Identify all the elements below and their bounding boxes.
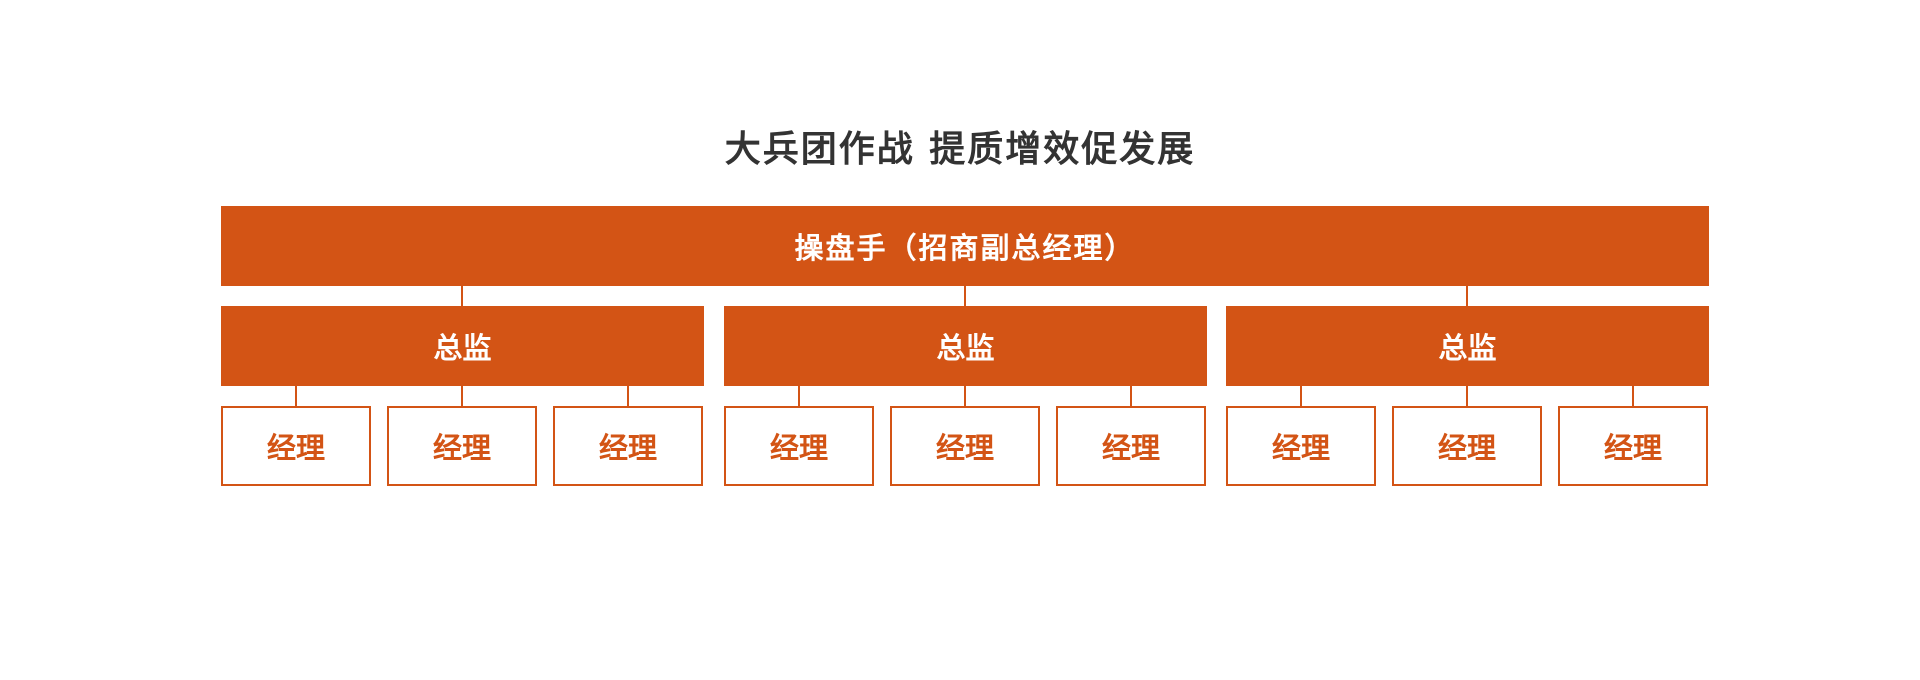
connector-director-3-to-manager-1 <box>1300 386 1302 406</box>
connector-director-3-to-manager-2 <box>1466 386 1468 406</box>
connector-director-1-to-manager-2 <box>461 386 463 406</box>
manager-label: 经理 <box>1271 431 1330 465</box>
top-node-operator: 操盘手（招商副总经理） <box>221 206 1709 286</box>
director-node-1: 总监 <box>221 306 704 386</box>
connector-director-2-to-manager-3 <box>1130 386 1132 406</box>
top-node-label: 操盘手（招商副总经理） <box>794 231 1136 265</box>
chart-title: 大兵团作战 提质增效促发展 <box>724 129 1196 170</box>
manager-node: 经理 <box>1226 406 1376 486</box>
manager-label: 经理 <box>769 431 828 465</box>
connector-director-2-to-manager-2 <box>964 386 966 406</box>
connector-top-to-director-3 <box>1466 286 1468 306</box>
manager-label: 经理 <box>1437 431 1496 465</box>
manager-label: 经理 <box>1101 431 1160 465</box>
connector-top-to-director-2 <box>964 286 966 306</box>
connector-director-3-to-manager-3 <box>1632 386 1634 406</box>
manager-node: 经理 <box>387 406 537 486</box>
manager-node: 经理 <box>1558 406 1708 486</box>
manager-label: 经理 <box>1603 431 1662 465</box>
manager-node: 经理 <box>890 406 1040 486</box>
connector-director-1-to-manager-3 <box>627 386 629 406</box>
manager-node: 经理 <box>221 406 371 486</box>
director-node-3: 总监 <box>1226 306 1709 386</box>
manager-label: 经理 <box>935 431 994 465</box>
director-label: 总监 <box>936 331 995 365</box>
manager-node: 经理 <box>553 406 703 486</box>
manager-node: 经理 <box>1056 406 1206 486</box>
manager-node: 经理 <box>724 406 874 486</box>
manager-label: 经理 <box>266 431 325 465</box>
manager-node: 经理 <box>1392 406 1542 486</box>
connector-director-2-to-manager-1 <box>798 386 800 406</box>
director-label: 总监 <box>1438 331 1497 365</box>
connector-top-to-director-1 <box>461 286 463 306</box>
director-label: 总监 <box>433 331 492 365</box>
manager-label: 经理 <box>432 431 491 465</box>
manager-label: 经理 <box>598 431 657 465</box>
connector-director-1-to-manager-1 <box>295 386 297 406</box>
director-node-2: 总监 <box>724 306 1207 386</box>
